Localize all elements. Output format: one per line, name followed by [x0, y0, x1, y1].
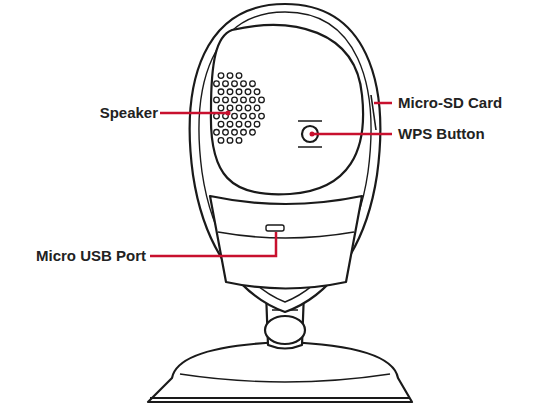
speaker-hole	[250, 81, 256, 87]
band-seam	[218, 232, 354, 238]
speaker-hole	[241, 97, 247, 103]
base-ridge	[180, 374, 390, 382]
speaker-hole	[254, 105, 260, 111]
leader-dot	[226, 111, 231, 116]
speaker-hole	[250, 97, 256, 103]
part-label: Speaker	[100, 104, 158, 122]
speaker-hole	[259, 113, 265, 119]
speaker-hole	[236, 121, 242, 127]
speaker-hole	[245, 121, 251, 127]
speaker-hole	[218, 121, 224, 127]
speaker-hole	[223, 97, 229, 103]
speaker-hole	[227, 105, 233, 111]
usb-port	[266, 225, 284, 231]
speaker-hole	[214, 97, 220, 103]
speaker-hole	[241, 130, 247, 136]
leader-dot	[310, 132, 315, 137]
speaker-hole	[245, 105, 251, 111]
part-label: Micro-SD Card	[398, 94, 502, 112]
shell-inner-rim	[199, 12, 371, 302]
speaker-hole	[245, 89, 251, 95]
speaker-hole	[223, 130, 229, 136]
speaker-hole	[236, 105, 242, 111]
speaker-hole	[227, 121, 233, 127]
usb-leader	[150, 232, 276, 256]
part-label: Micro USB Port	[36, 247, 146, 265]
speaker-hole	[250, 130, 256, 136]
base-edge	[150, 397, 410, 399]
speaker-hole	[259, 97, 265, 103]
speaker-hole	[236, 138, 242, 144]
speaker-hole	[232, 130, 238, 136]
speaker-hole	[250, 113, 256, 119]
speaker-hole	[218, 89, 224, 95]
speaker-hole	[227, 73, 233, 79]
ball-joint	[265, 316, 305, 344]
camera-face	[211, 25, 363, 194]
speaker-hole	[236, 73, 242, 79]
speaker-hole	[232, 113, 238, 119]
speaker-leader	[160, 112, 228, 115]
speaker-hole	[227, 89, 233, 95]
speaker-holes	[214, 73, 265, 143]
speaker-hole	[236, 89, 242, 95]
speaker-hole	[241, 81, 247, 87]
speaker-hole	[232, 81, 238, 87]
speaker-hole	[227, 138, 233, 144]
sd-leader	[374, 102, 392, 105]
wps-leader	[312, 133, 392, 136]
speaker-hole	[214, 81, 220, 87]
speaker-hole	[241, 113, 247, 119]
speaker-hole	[254, 121, 260, 127]
speaker-hole	[223, 81, 229, 87]
part-label: WPS Button	[398, 125, 485, 143]
speaker-hole	[218, 105, 224, 111]
speaker-hole	[218, 138, 224, 144]
speaker-hole	[254, 89, 260, 95]
front-band	[210, 196, 362, 289]
speaker-hole	[214, 130, 220, 136]
speaker-hole	[232, 97, 238, 103]
sd-slot	[371, 95, 376, 130]
camera-shell	[190, 4, 381, 312]
stand-base	[148, 342, 412, 402]
speaker-hole	[218, 73, 224, 79]
